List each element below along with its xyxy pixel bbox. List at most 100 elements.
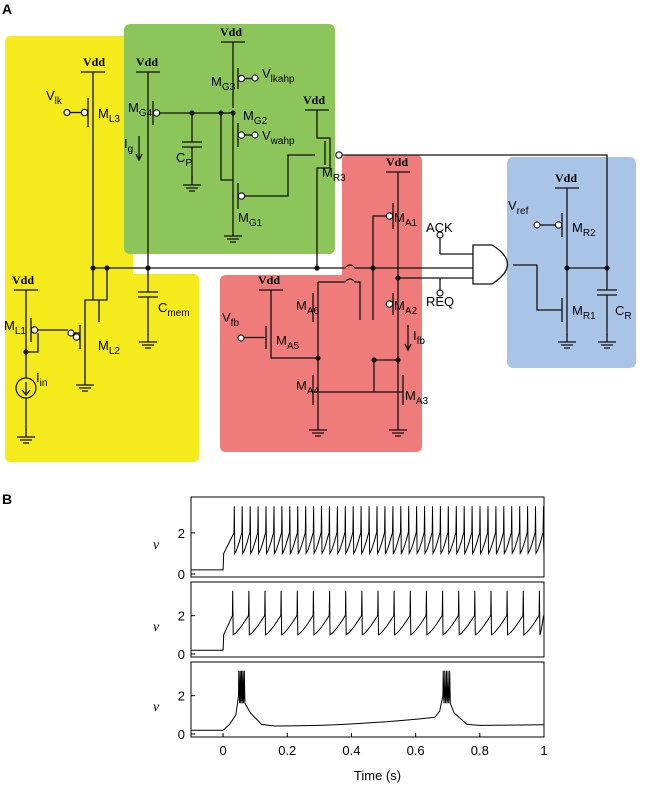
yellow-leak-block bbox=[5, 36, 199, 462]
label-req: REQ bbox=[426, 294, 454, 309]
y-axis-label: v bbox=[153, 538, 160, 553]
ground-symbol bbox=[224, 228, 242, 243]
terminal bbox=[251, 74, 259, 82]
ground-symbol bbox=[17, 429, 35, 444]
x-tick-label: 0 bbox=[219, 743, 226, 758]
x-axis-label: Time (s) bbox=[354, 768, 401, 783]
transistor-mg2-bubble bbox=[237, 131, 246, 139]
label-ma6: MA6 bbox=[296, 298, 320, 317]
label-mg2: MG2 bbox=[243, 108, 268, 127]
ground-symbol bbox=[558, 334, 576, 349]
label-iin: Iin bbox=[36, 370, 47, 389]
label-ma1: MA1 bbox=[394, 210, 418, 229]
transistor-ma1-bubble bbox=[385, 212, 394, 220]
label-mr3: MR3 bbox=[322, 165, 346, 184]
vdd-label: Vdd bbox=[12, 273, 34, 287]
y-tick-label: 2 bbox=[178, 689, 185, 704]
label-cr: CR bbox=[615, 303, 632, 322]
vdd-rail bbox=[386, 171, 410, 180]
label-ma2: MA2 bbox=[394, 298, 418, 317]
vdd-label: Vdd bbox=[386, 155, 408, 169]
terminal bbox=[63, 108, 71, 117]
y-tick-label: 0 bbox=[178, 567, 185, 582]
label-mr2: MR2 bbox=[572, 220, 596, 239]
ground-symbol bbox=[389, 422, 407, 437]
vdd-label: Vdd bbox=[303, 93, 325, 107]
plot-frame bbox=[190, 661, 545, 738]
transistor-mg3-bubble bbox=[237, 74, 246, 83]
blue-refractory-block bbox=[507, 157, 636, 368]
label-vlk: Vlk bbox=[46, 88, 63, 107]
vdd-rail bbox=[136, 71, 160, 80]
vdd-label: Vdd bbox=[555, 171, 577, 185]
label-ifb: Ifb bbox=[413, 328, 425, 347]
and-gate bbox=[472, 244, 509, 285]
membrane-trace bbox=[191, 590, 544, 651]
transistor-ma6 bbox=[312, 290, 319, 325]
ground-symbol bbox=[598, 334, 616, 349]
transistor-mg1-bubble bbox=[237, 192, 246, 200]
transistor-ml3-bubble bbox=[80, 108, 89, 117]
label-ml3: ML3 bbox=[98, 106, 120, 125]
red-spike-block bbox=[220, 155, 422, 452]
vdd-rail bbox=[14, 289, 38, 298]
label-ml1: ML1 bbox=[4, 318, 26, 337]
y-axis-label: v bbox=[153, 620, 160, 635]
label-vfb: Vfb bbox=[222, 310, 239, 329]
x-tick-label: 1 bbox=[540, 743, 547, 758]
vdd-label: Vdd bbox=[83, 55, 105, 69]
vdd-rail bbox=[259, 289, 283, 298]
terminal bbox=[237, 334, 245, 342]
transistor-mg4-bubble bbox=[152, 109, 161, 117]
block-backgrounds bbox=[5, 24, 636, 462]
label-ma5: MA5 bbox=[276, 333, 300, 352]
x-tick-label: 0.2 bbox=[278, 743, 296, 758]
junction-dot bbox=[395, 357, 401, 363]
vdd-rail bbox=[221, 41, 245, 50]
label-ig: Ig bbox=[124, 136, 133, 155]
vdd-label: Vdd bbox=[220, 25, 242, 39]
ground-symbol bbox=[139, 334, 157, 349]
y-tick-label: 2 bbox=[178, 609, 185, 624]
label-cp: CP bbox=[176, 150, 192, 169]
label-mg3: MG3 bbox=[211, 74, 236, 93]
transistor-ma2-bubble bbox=[385, 300, 394, 308]
x-tick-label: 0.4 bbox=[342, 743, 360, 758]
vdd-rail bbox=[305, 109, 329, 118]
label-ack: ACK bbox=[426, 220, 453, 235]
transistor-mr2-bubble bbox=[554, 221, 563, 229]
membrane-trace bbox=[191, 506, 545, 571]
x-tick-label: 0.6 bbox=[407, 743, 425, 758]
label-mr1: MR1 bbox=[572, 303, 596, 322]
junction-dot bbox=[371, 357, 377, 363]
membrane-trace bbox=[191, 670, 545, 731]
junction-dot bbox=[90, 265, 96, 271]
label-mg1: MG1 bbox=[238, 210, 263, 229]
label-mg4: MG4 bbox=[128, 100, 153, 119]
y-tick-label: 0 bbox=[178, 647, 185, 662]
transistor-ml1-bubble bbox=[30, 326, 39, 334]
x-tick-label: 0.8 bbox=[471, 743, 489, 758]
panel-label-b: B bbox=[2, 491, 12, 507]
panel-label-a: A bbox=[2, 1, 12, 17]
label-vwahp: Vwahp bbox=[262, 128, 295, 147]
terminal bbox=[436, 289, 444, 297]
vdd-rail bbox=[555, 187, 579, 196]
label-ml2: ML2 bbox=[98, 338, 120, 357]
junction-dot bbox=[23, 349, 29, 355]
vdd-rail bbox=[81, 71, 105, 80]
y-tick-label: 2 bbox=[178, 526, 185, 541]
y-tick-label: 0 bbox=[178, 727, 185, 742]
terminal bbox=[436, 231, 444, 239]
junction-dot bbox=[314, 265, 320, 271]
label-ma3: MA3 bbox=[405, 388, 429, 407]
plot-frame bbox=[190, 581, 545, 658]
ground-symbol bbox=[76, 377, 94, 392]
transistor-ma3 bbox=[397, 372, 404, 408]
label-cmem: Cmem bbox=[158, 300, 190, 319]
junction-dot bbox=[315, 355, 321, 361]
label-vlkahp: Vlkahp bbox=[262, 66, 295, 85]
y-axis-label: v bbox=[153, 700, 160, 715]
